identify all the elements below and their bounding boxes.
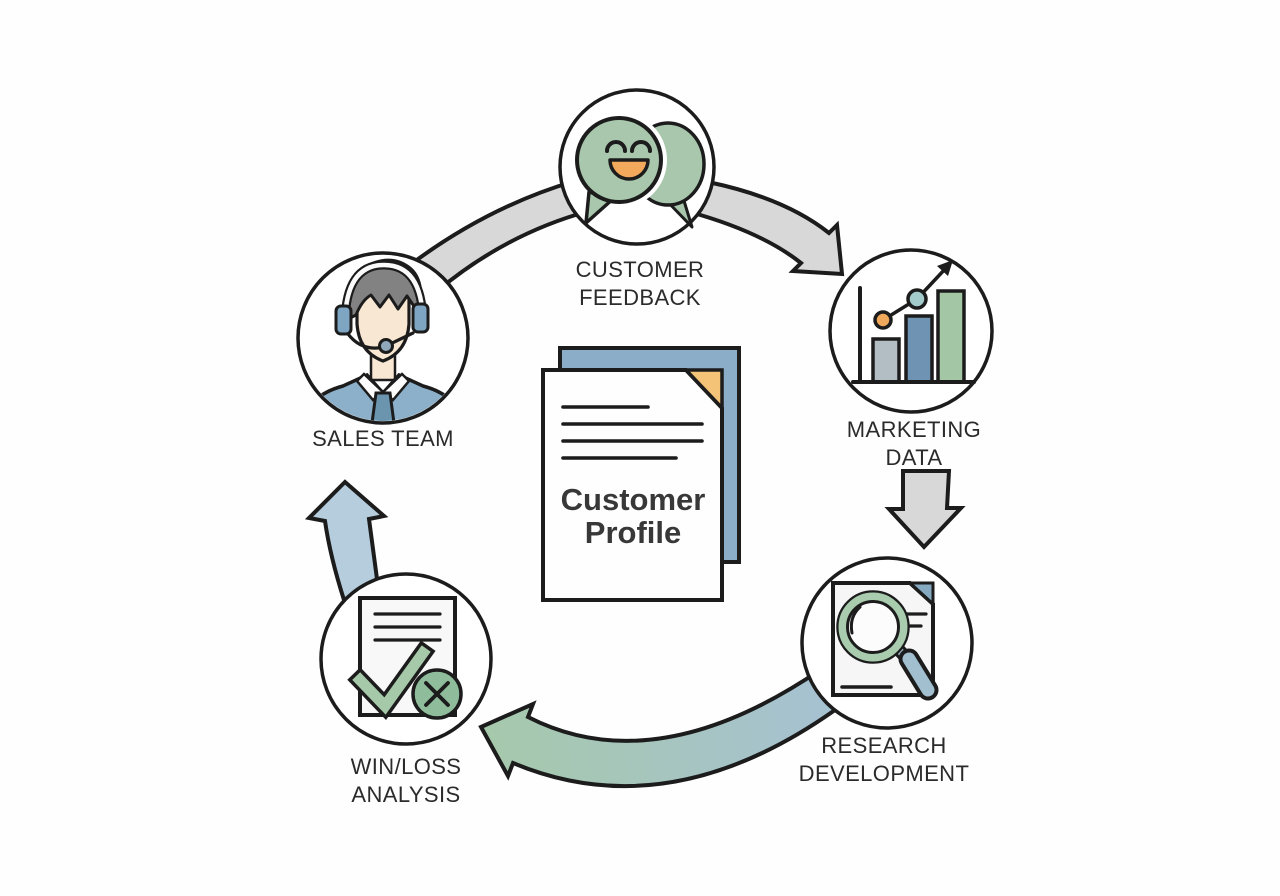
label-win-loss-analysis-line2: ANALYSIS bbox=[351, 782, 460, 807]
bar-blue bbox=[904, 314, 934, 384]
node-customer-feedback bbox=[558, 88, 716, 246]
center-customer-profile-document: Customer Profile bbox=[541, 346, 741, 602]
support-agent-headset-icon bbox=[300, 258, 466, 421]
smiley-mouth bbox=[608, 158, 650, 181]
arrow-marketing-to-research bbox=[884, 469, 966, 550]
arrow-research-to-winloss bbox=[478, 666, 838, 789]
magnifier-lens bbox=[846, 600, 900, 654]
node-sales-team bbox=[296, 251, 470, 425]
label-sales-team: SALES TEAM bbox=[312, 426, 454, 451]
bar-gray bbox=[871, 337, 901, 384]
center-title-line1: Customer bbox=[561, 482, 706, 517]
label-marketing-data-line1: MARKETING bbox=[847, 417, 981, 442]
headset-mic bbox=[378, 338, 394, 354]
label-marketing-data-line2: DATA bbox=[885, 445, 942, 470]
document-lines bbox=[373, 612, 442, 642]
trend-arrowhead bbox=[937, 260, 953, 276]
check-mark bbox=[352, 645, 431, 715]
magnifier-ring-green bbox=[838, 592, 908, 662]
x-mark bbox=[424, 681, 450, 707]
document-fold bbox=[906, 581, 935, 608]
front-document bbox=[541, 368, 724, 602]
label-research-development-line2: DEVELOPMENT bbox=[799, 761, 970, 786]
chat-bubbles-smiley-icon bbox=[571, 112, 706, 229]
document-magnifier-icon bbox=[831, 581, 939, 701]
smiley-left-eye bbox=[605, 140, 627, 153]
node-research-development bbox=[800, 556, 974, 730]
trend-dot-orange bbox=[873, 310, 893, 330]
bar-green bbox=[936, 289, 966, 384]
node-marketing-data bbox=[828, 248, 994, 414]
tie bbox=[368, 391, 398, 421]
arrow-feedback-to-marketing bbox=[686, 179, 845, 277]
document-lines bbox=[561, 405, 704, 460]
bar-chart-trend-icon bbox=[851, 260, 976, 384]
center-title-line2: Profile bbox=[585, 515, 681, 550]
label-win-loss-analysis-line1: WIN/LOSS bbox=[351, 754, 462, 779]
checklist-check-x-icon bbox=[347, 596, 463, 721]
document-fold bbox=[681, 368, 724, 413]
label-research-development-line1: RESEARCH bbox=[821, 733, 946, 758]
smiley-right-eye bbox=[630, 140, 652, 153]
chart-axes bbox=[851, 286, 976, 384]
trend-dot-teal bbox=[906, 288, 928, 310]
label-customer-feedback-line2: FEEDBACK bbox=[579, 285, 701, 310]
node-win-loss-analysis bbox=[319, 572, 493, 746]
headset-earcup-right bbox=[411, 302, 430, 334]
headset-earcup-left bbox=[334, 304, 353, 336]
label-customer-feedback-line1: CUSTOMER bbox=[576, 257, 705, 282]
lens-highlight bbox=[849, 605, 862, 635]
